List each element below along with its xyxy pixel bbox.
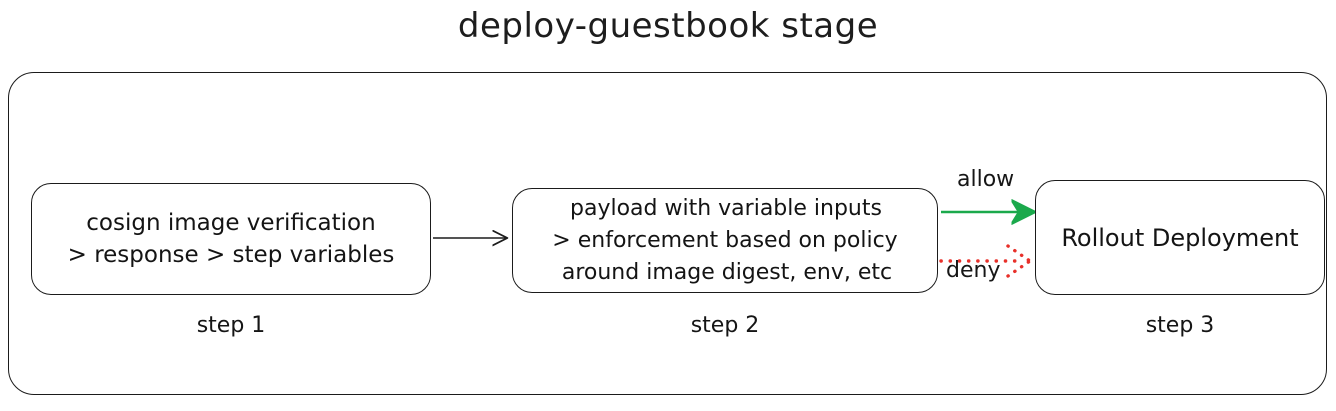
step-2-line-1: payload with variable inputs bbox=[570, 195, 882, 221]
step-2-box[interactable]: payload with variable inputs > enforceme… bbox=[512, 188, 938, 293]
step-3-box[interactable]: Rollout Deployment bbox=[1035, 180, 1325, 295]
step-1-line-1: cosign image verification bbox=[86, 210, 376, 236]
step-1-caption: step 1 bbox=[196, 313, 266, 338]
step-2-line-2: > enforcement based on policy bbox=[552, 227, 898, 253]
step-1-box[interactable]: cosign image verification > response > s… bbox=[31, 183, 431, 295]
edge-deny bbox=[939, 244, 1032, 278]
step-2-line-3: around image digest, env, etc bbox=[561, 259, 893, 285]
deny-edge-label: deny bbox=[946, 258, 1001, 283]
step-3-caption: step 3 bbox=[1145, 313, 1215, 338]
step-2-caption: step 2 bbox=[690, 313, 760, 338]
page-title: deploy-guestbook stage bbox=[457, 6, 879, 46]
step-3-line-1: Rollout Deployment bbox=[1061, 223, 1299, 252]
allow-edge-label: allow bbox=[957, 167, 1015, 192]
stage-container bbox=[8, 72, 1327, 395]
step-1-line-2: > response > step variables bbox=[67, 242, 395, 268]
